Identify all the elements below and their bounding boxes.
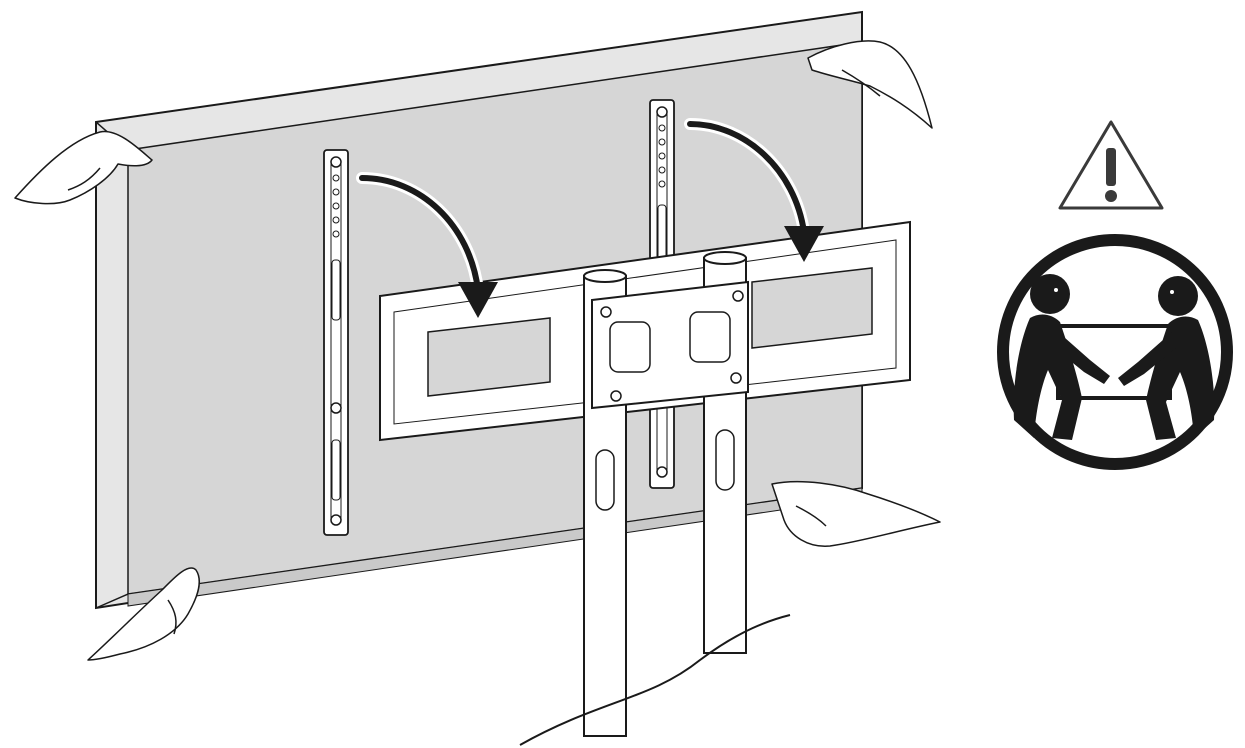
warning-triangle-icon: [1058, 120, 1164, 210]
curved-arrow-icon: [684, 118, 824, 262]
hand-icon: [14, 130, 153, 205]
screw-icon: [600, 290, 744, 402]
screw-icon: [656, 106, 668, 478]
plate-window-left: [427, 317, 551, 397]
hand-icon: [771, 480, 941, 547]
plate-window-right: [751, 267, 873, 349]
hand-icon: [807, 40, 933, 129]
curved-arrow-icon: [356, 172, 498, 318]
center-bracket: [591, 280, 749, 410]
tv-bracket-left: [323, 149, 349, 536]
hand-icon: [87, 567, 200, 661]
two-person-lift-icon: [997, 234, 1233, 470]
screw-icon: [330, 156, 342, 526]
